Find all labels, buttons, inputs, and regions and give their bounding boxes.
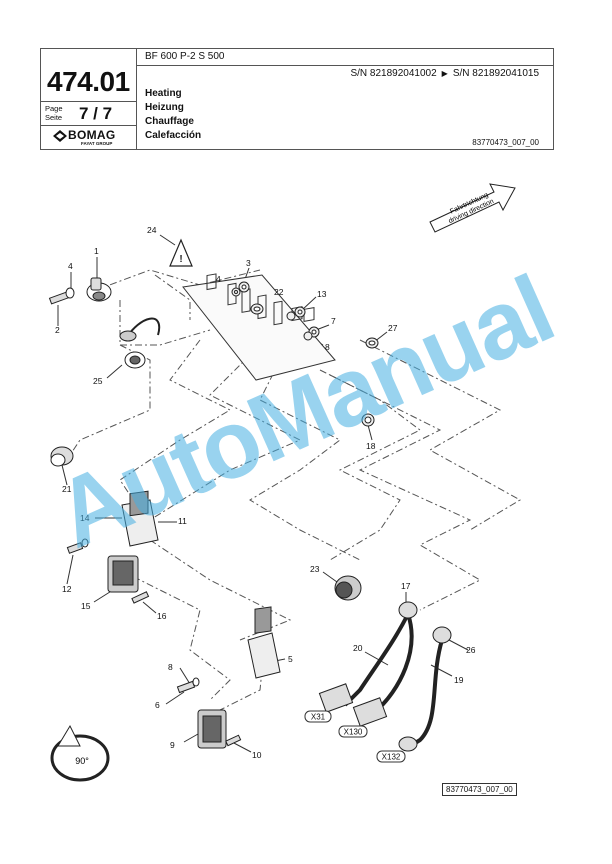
connector-parts	[318, 601, 452, 752]
callout-10: 10	[252, 750, 262, 760]
callout-4b: 4	[216, 274, 221, 284]
callout-8: 8	[325, 342, 330, 352]
page-label-de: Seite	[45, 113, 63, 122]
callout-12: 12	[62, 584, 72, 594]
callout-26: 26	[466, 645, 476, 655]
cable-plug-part	[119, 317, 161, 369]
callout-22: 22	[274, 287, 284, 297]
driving-direction-arrow-icon: Fahrtrichtung driving direction	[429, 183, 516, 233]
bomag-logo-icon	[53, 130, 67, 142]
relay-socket-part	[121, 490, 159, 547]
screw-part	[176, 677, 200, 694]
title-es: Calefacción	[145, 130, 202, 141]
document-reference: 83770473_007_00	[472, 138, 539, 147]
svg-text:!: !	[179, 254, 182, 265]
switch-panel-plate	[182, 273, 336, 381]
callout-9: 9	[170, 740, 175, 750]
section-titles: Heating Heizung Chauffage Calefacción	[145, 87, 201, 143]
warning-triangle-icon: !	[169, 238, 193, 267]
brand-name: BOMAG	[68, 128, 116, 142]
grommet-part	[50, 446, 74, 467]
divider	[41, 101, 136, 102]
callout-2: 2	[55, 325, 60, 335]
bushing-part	[334, 575, 362, 601]
title-fr: Chauffage	[145, 116, 194, 127]
callout-6: 6	[155, 700, 160, 710]
callout-18: 18	[366, 441, 376, 451]
serial-to: S/N 821892041015	[452, 68, 539, 79]
callout-23: 23	[310, 564, 320, 574]
callout-24: 24	[147, 225, 157, 235]
title-de: Heizung	[145, 102, 184, 113]
callout-25: 25	[93, 376, 103, 386]
model-name: BF 600 P-2 S 500	[145, 51, 225, 62]
page-number: 7 / 7	[79, 104, 113, 123]
callout-11: 11	[178, 516, 187, 526]
serial-range: S/N 821892041002 ▶ S/N 821892041015	[350, 68, 539, 79]
callout-17: 17	[401, 581, 411, 591]
brand-logo: BOMAG FAYAT GROUP	[49, 128, 131, 148]
callout-15: 15	[81, 601, 91, 611]
callout-3: 3	[246, 258, 251, 268]
header-block: 474.01 Page Seite 7 / 7 BOMAG FAYAT GROU…	[40, 48, 554, 150]
callout-14: 14	[80, 513, 90, 523]
callout-1: 1	[94, 246, 99, 256]
screw-part	[66, 538, 150, 604]
play-arrow-icon: ▶	[441, 69, 448, 78]
drawing-reference: 83770473_007_00	[442, 783, 517, 796]
callout-20: 20	[353, 643, 363, 653]
switch-module-part	[247, 606, 281, 679]
assembly-lines	[69, 269, 521, 711]
connector-label-x132: X132	[382, 753, 401, 762]
washer-parts	[231, 281, 379, 427]
rotation-label: 90°	[75, 756, 89, 766]
connector-label-x31: X31	[311, 713, 326, 722]
title-en: Heating	[145, 88, 182, 99]
callout-27: 27	[388, 323, 398, 333]
page-label: Page Seite	[45, 104, 63, 122]
page-code: 474.01	[47, 66, 130, 97]
switch-module-part	[197, 709, 242, 749]
connector-label-x130: X130	[344, 728, 363, 737]
brand-subtitle: FAYAT GROUP	[81, 141, 113, 146]
screw-part	[48, 287, 75, 305]
relay-part	[107, 555, 139, 593]
callout-numbers: 1 2 3 4 4 5 6 7 8 8 9 10 11 12 13 14 15 …	[55, 225, 476, 760]
callout-13: 13	[317, 289, 327, 299]
rotation-icon: 90°	[50, 724, 110, 782]
divider	[41, 125, 136, 126]
callout-16: 16	[157, 611, 167, 621]
serial-from: S/N 821892041002	[350, 68, 437, 79]
page-label-en: Page	[45, 104, 63, 113]
exploded-parts-drawing: !	[48, 183, 521, 782]
callout-5: 5	[288, 654, 293, 664]
divider	[136, 65, 553, 66]
callout-4: 4	[68, 261, 73, 271]
rotary-switch-part	[86, 277, 112, 302]
callout-21: 21	[62, 484, 72, 494]
callout-19: 19	[454, 675, 464, 685]
divider	[136, 49, 137, 149]
callout-8b: 8	[168, 662, 173, 672]
connector-labels: X31 X130 X132	[304, 710, 406, 763]
callout-7: 7	[331, 316, 336, 326]
